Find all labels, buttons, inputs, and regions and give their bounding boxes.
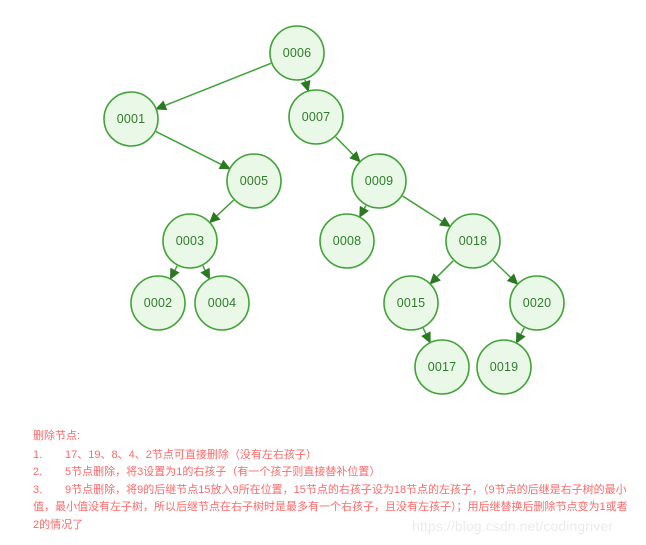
caption-item-text: 17、19、8、4、2节点可直接删除（没有左右孩子） [65,448,317,461]
node-label-0018: 0018 [459,234,488,248]
node-shape-0003 [162,213,218,269]
binary-search-tree-diagram: 0006 0001 0007 0005 0009 0003 0008 0018 0002 0004… [103,25,565,395]
edge-arrowhead-0018-to-0020 [506,273,519,285]
edge-arrowhead-0020-to-0019 [515,331,526,344]
node-shape-0009 [351,153,407,209]
tree-node-0001[interactable]: 0001 [103,91,159,147]
node-shape-0019 [476,339,532,395]
edge-arrowhead-0015-to-0017 [421,331,431,344]
tree-node-0002[interactable]: 0002 [130,275,186,331]
caption-item-number: 2. [33,466,43,478]
node-label-0007: 0007 [302,110,331,124]
node-label-0017: 0017 [428,360,457,374]
caption-item: 2. 5节点删除，将3设置为1的右孩子（有一个孩子则直接替补位置） [33,464,633,482]
caption-item-number: 3. [33,483,43,496]
edge-arrowhead-0009-to-0018 [439,216,452,228]
tree-node-0007[interactable]: 0007 [288,89,344,145]
tree-node-0006[interactable]: 0006 [269,25,325,81]
tree-edge-0006-to-0007 [304,79,307,82]
caption-item-number: 1. [33,448,43,461]
node-label-0009: 0009 [365,174,394,188]
tree-edge-0018-to-0015 [436,260,454,278]
edge-arrowhead-0003-to-0002 [169,267,180,280]
tree-edge-0015-to-0017 [422,327,427,335]
node-shape-0006 [269,25,325,81]
edge-arrowhead-0006-to-0007 [300,80,311,93]
node-shape-0017 [414,339,470,395]
tree-edge-0007-to-0009 [335,136,354,156]
tree-edge-0003-to-0004 [202,265,206,271]
node-shape-0008 [319,213,375,269]
tree-node-0004[interactable]: 0004 [194,275,250,331]
node-label-0005: 0005 [240,174,269,188]
tree-node-0003[interactable]: 0003 [162,213,218,269]
caption-block: 删除节点: 1. 17、19、8、4、2节点可直接删除（没有左右孩子） 2. 5节点删… [33,428,633,534]
node-label-0004: 0004 [208,296,237,310]
tree-edge-0001-to-0005 [155,130,222,166]
tree-edge-0018-to-0020 [492,259,511,278]
tree-edge-0009-to-0018 [402,195,443,222]
tree-edge-0009-to-0008 [363,205,367,209]
node-shape-0005 [226,153,282,209]
tree-node-0018[interactable]: 0018 [445,213,501,269]
tree-node-0017[interactable]: 0017 [414,339,470,395]
tree-node-0008[interactable]: 0008 [319,213,375,269]
tree-edge-0006-to-0001 [165,62,272,107]
node-shape-0002 [130,275,186,331]
caption-title: 删除节点: [33,430,81,442]
caption-list: 1. 17、19、8、4、2节点可直接删除（没有左右孩子） 2. 5节点删除，将3设置… [33,447,633,535]
node-shape-0020 [509,275,565,331]
watermark-text: https://blog.csdn.net/codingriver [412,518,613,534]
node-label-0002: 0002 [144,296,173,310]
tree-edge-0003-to-0002 [174,265,178,271]
caption-item-text: 9节点删除，将9的后继节点15放入9所在位置，15节点的右孩子设为18节点的左孩… [33,483,628,531]
node-shape-0001 [103,91,159,147]
tree-node-0019[interactable]: 0019 [476,339,532,395]
node-shape-0018 [445,213,501,269]
node-label-0006: 0006 [283,46,312,60]
node-shape-0007 [288,89,344,145]
edge-arrowhead-0018-to-0015 [429,273,441,285]
node-shape-0015 [383,275,439,331]
node-shape-0004 [194,275,250,331]
node-label-0015: 0015 [397,296,426,310]
node-label-0001: 0001 [117,112,146,126]
nodes-layer: 0006 0001 0007 0005 0009 0003 0008 0018 0002 0004… [103,25,565,395]
edge-arrowhead-0001-to-0005 [218,159,231,170]
caption-item: 3.9节点删除，将9的后继节点15放入9所在位置，15节点的右孩子设为18节点的… [33,482,633,535]
tree-edge-0020-to-0019 [520,327,525,335]
node-label-0019: 0019 [490,360,519,374]
node-label-0003: 0003 [176,234,205,248]
tree-edge-0005-to-0003 [216,199,235,217]
node-label-0020: 0020 [523,296,552,310]
node-label-0008: 0008 [333,234,362,248]
caption-item-text: 5节点删除，将3设置为1的右孩子（有一个孩子则直接替补位置） [65,466,381,478]
caption-item: 1. 17、19、8、4、2节点可直接删除（没有左右孩子） [33,447,633,465]
tree-node-0015[interactable]: 0015 [383,275,439,331]
edge-arrowhead-0003-to-0004 [200,267,211,280]
edge-arrowhead-0009-to-0008 [359,205,369,219]
edge-arrowhead-0007-to-0009 [349,150,361,163]
edges-layer [155,62,526,344]
tree-node-0009[interactable]: 0009 [351,153,407,209]
edge-arrowhead-0005-to-0003 [208,211,221,224]
edge-arrowhead-0006-to-0001 [155,100,168,111]
tree-node-0005[interactable]: 0005 [226,153,282,209]
tree-node-0020[interactable]: 0020 [509,275,565,331]
